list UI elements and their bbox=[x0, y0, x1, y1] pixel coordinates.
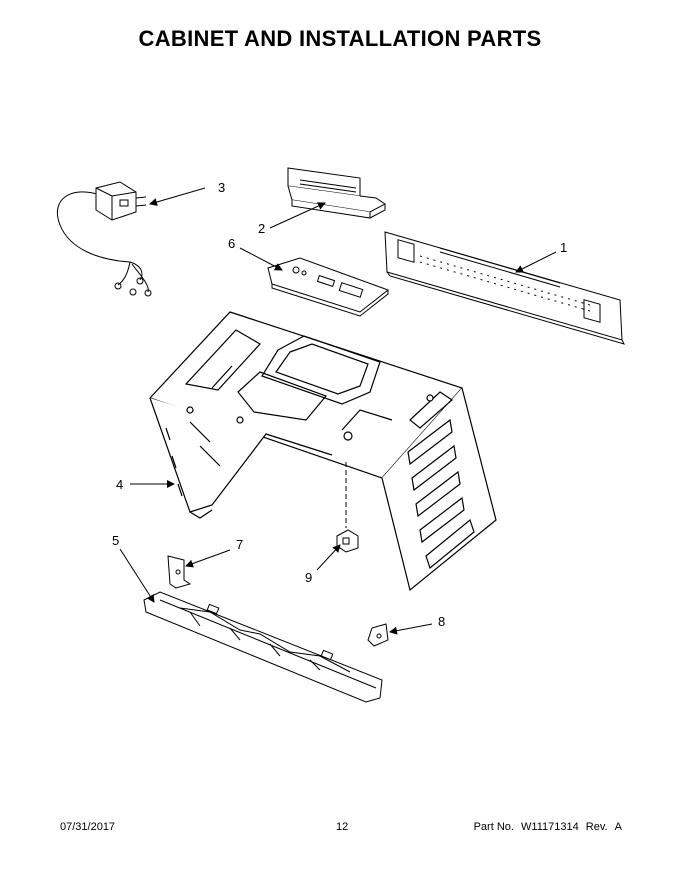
callout-4: 4 bbox=[116, 477, 123, 492]
part-4-cabinet bbox=[148, 311, 497, 592]
part-8-bracket bbox=[367, 623, 389, 647]
callout-1: 1 bbox=[560, 240, 567, 255]
page-title: CABINET AND INSTALLATION PARTS bbox=[138, 26, 542, 51]
rev-value: A bbox=[614, 821, 622, 833]
rev-label: Rev. bbox=[585, 821, 608, 833]
part-2-vent bbox=[287, 167, 386, 219]
leader-lines bbox=[119, 187, 557, 635]
part-number: W11171314 bbox=[521, 821, 579, 833]
callout-5: 5 bbox=[112, 533, 119, 548]
part-5-rail bbox=[143, 591, 383, 703]
callout-9: 9 bbox=[305, 570, 312, 585]
callout-7: 7 bbox=[236, 537, 243, 552]
part-6-plate bbox=[267, 257, 390, 317]
callout-labels: 3 2 1 6 4 5 7 9 8 bbox=[112, 180, 567, 629]
part-7-bracket bbox=[167, 555, 192, 589]
part-label: Part No. bbox=[473, 821, 514, 833]
leader-3 bbox=[149, 187, 206, 206]
leader-7 bbox=[185, 549, 231, 568]
leader-1 bbox=[515, 251, 557, 273]
leader-2 bbox=[269, 202, 326, 229]
leader-5 bbox=[119, 548, 155, 603]
footer-part-info: Part No. W11171314 Rev. A bbox=[470, 821, 622, 833]
callout-2: 2 bbox=[258, 221, 265, 236]
callout-3: 3 bbox=[218, 180, 225, 195]
callout-6: 6 bbox=[228, 236, 235, 251]
leader-8 bbox=[389, 623, 433, 635]
part-1-mounting-plate bbox=[384, 231, 625, 345]
footer-date: 07/31/2017 bbox=[60, 821, 116, 833]
part-3-power-cord bbox=[56, 181, 152, 297]
callout-8: 8 bbox=[438, 614, 445, 629]
footer-page-number: 12 bbox=[336, 821, 349, 833]
part-9-clip bbox=[336, 529, 359, 553]
leader-6 bbox=[239, 247, 283, 271]
leader-9 bbox=[316, 544, 341, 571]
